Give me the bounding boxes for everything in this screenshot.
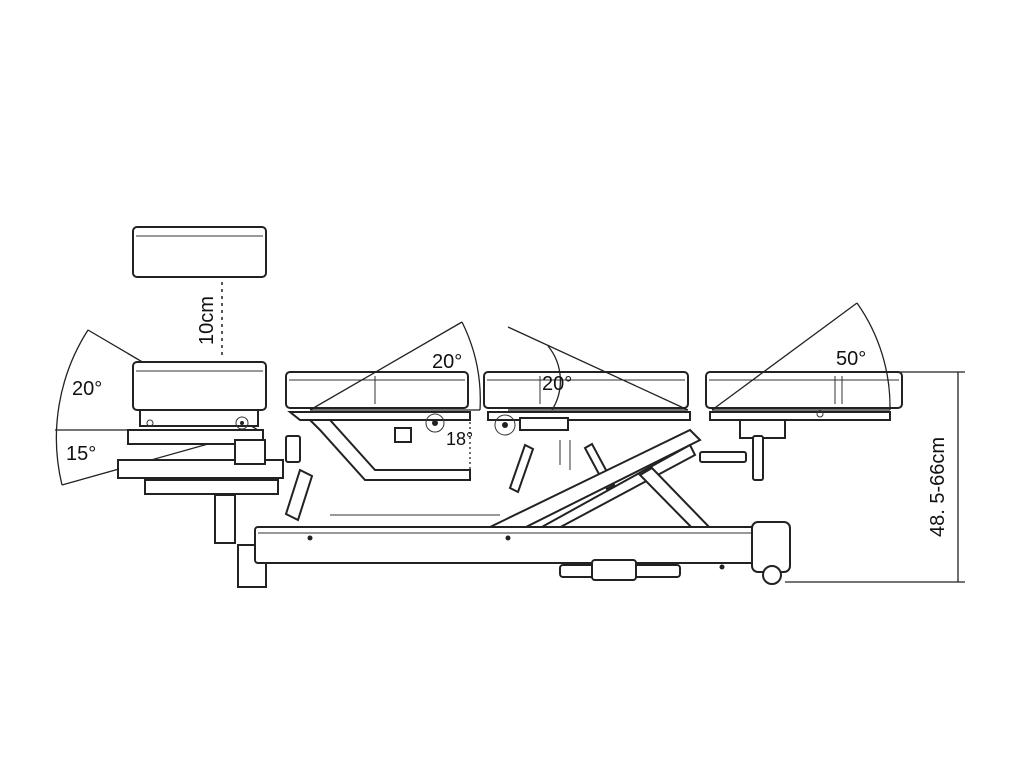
leg-tilt-label: 50° — [836, 348, 866, 370]
head-tilt-down-label: 15° — [66, 443, 96, 465]
head-tilt-up-label: 20° — [72, 378, 102, 400]
head-cushion-raised — [132, 226, 267, 278]
head-lift-label: 10cm — [196, 296, 218, 345]
chest-pivot-label: 18° — [446, 429, 473, 449]
head-lift-dimension: 10cm — [196, 282, 223, 358]
height-range-label: 48. 5-66cm — [927, 437, 949, 537]
scissor-lift — [284, 428, 714, 542]
height-dimension: 48. 5-66cm — [785, 371, 965, 583]
pelvic-tilt-label: 20° — [542, 373, 572, 395]
leg-section: 50° — [699, 302, 903, 481]
pelvic-section: 20° — [483, 326, 691, 494]
chest-tilt-label: 20° — [432, 351, 462, 373]
chest-section: 20° 18° — [285, 321, 481, 481]
head-section — [117, 361, 301, 588]
base-frame — [254, 521, 791, 585]
